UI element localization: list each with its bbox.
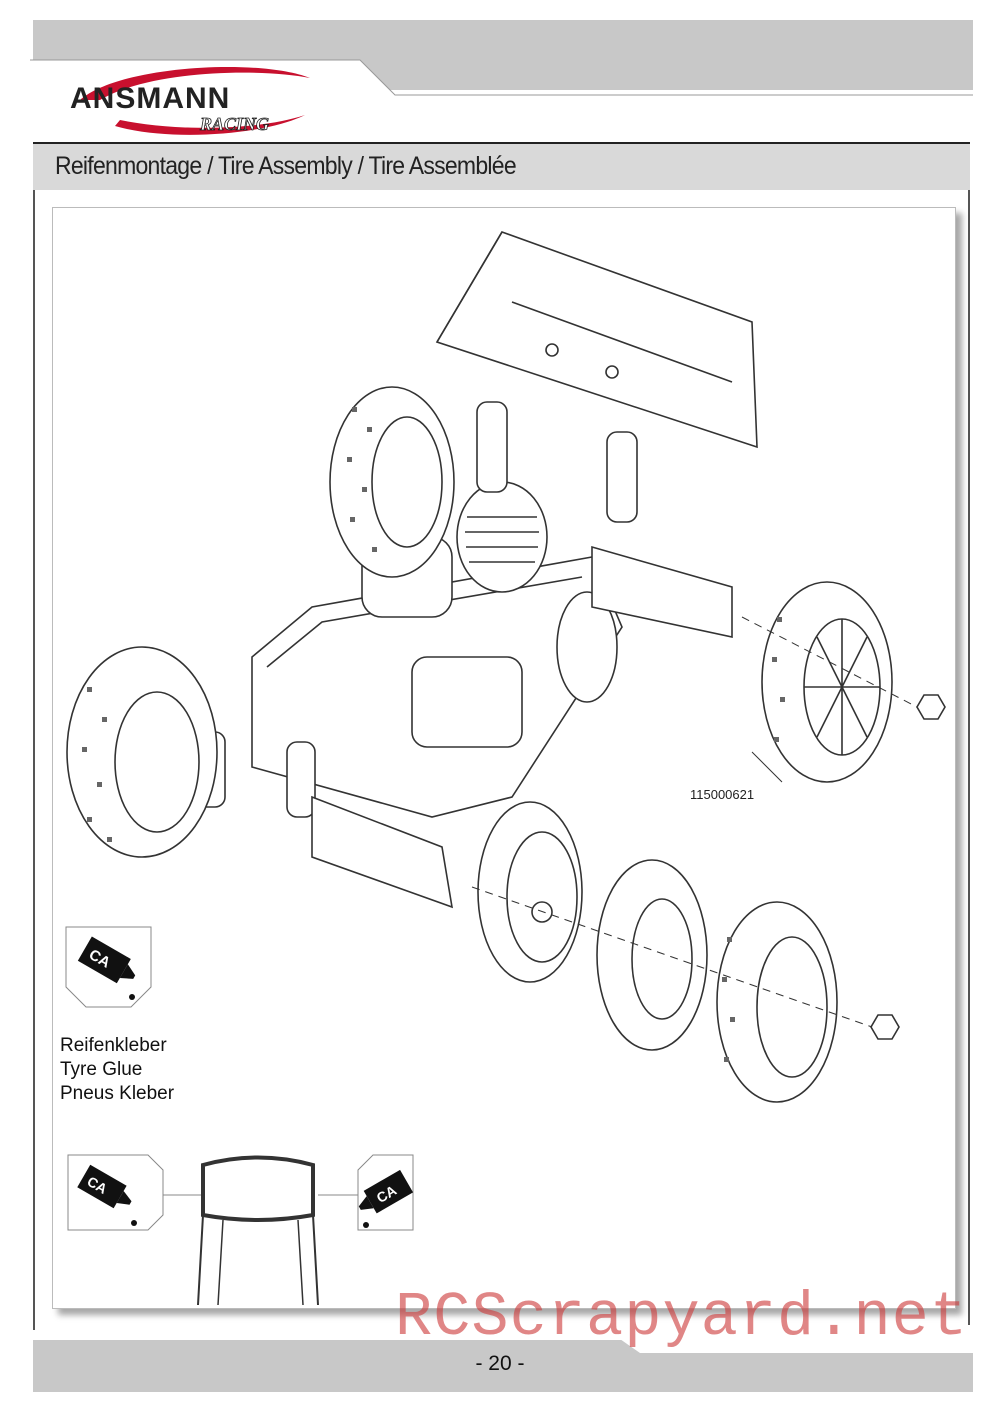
tire-glue-cross-section: CA CA: [67, 1154, 414, 1306]
ansmann-racing-logo: ANSMANN RACING: [70, 66, 310, 135]
tire-tread-pattern: [82, 407, 785, 1062]
page-number: - 20 -: [475, 1352, 525, 1375]
tire: [716, 901, 838, 1103]
brand-name: ANSMANN: [70, 82, 230, 115]
rear-right-wheel: [761, 581, 893, 783]
buggy-exploded-drawing: CA CA CA: [65, 231, 946, 1306]
front-left-wheel: [66, 646, 218, 858]
nut-upper: [916, 694, 946, 720]
content-frame: [33, 190, 970, 1330]
ca-glue-icon: CA: [65, 926, 152, 1008]
rim: [477, 801, 583, 983]
watermark: RCScrapyard.net: [395, 1282, 969, 1353]
glue-label-fr: Pneus Kleber: [60, 1083, 175, 1104]
tire-part-number: 115000621: [690, 787, 755, 802]
glue-label-de: Reifenkleber: [60, 1035, 167, 1056]
tire-section: [201, 1155, 315, 1222]
footer-cut-shape: [0, 1325, 1000, 1353]
fuel-tank: [411, 656, 523, 748]
engine: [456, 481, 548, 593]
section-header: [33, 142, 970, 190]
section-title: Reifenmontage / Tire Assembly / Tire Ass…: [55, 152, 517, 180]
nut-lower: [870, 1014, 900, 1040]
rear-left-wheel: [329, 386, 455, 578]
foam-insert: [596, 859, 708, 1051]
glue-label-en: Tyre Glue: [60, 1059, 143, 1080]
brand-sub: RACING: [199, 114, 269, 134]
